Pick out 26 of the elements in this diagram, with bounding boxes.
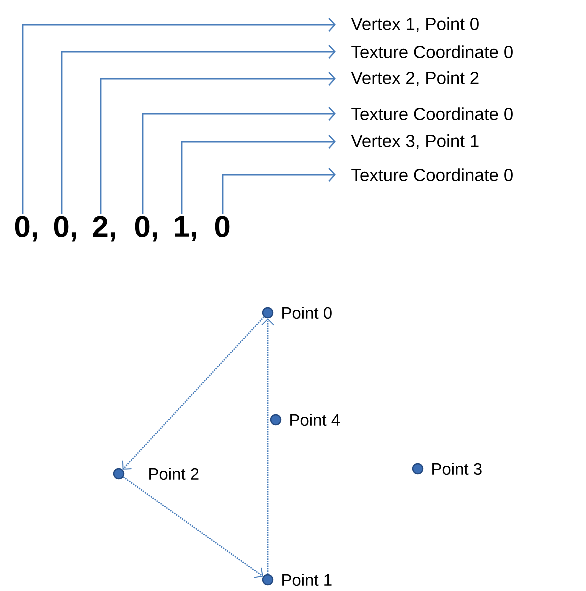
point-label: Point 3 <box>432 462 482 476</box>
arrow <box>22 18 336 214</box>
number: 2, <box>93 216 116 242</box>
arrow <box>123 476 264 578</box>
number: 0, <box>15 216 38 242</box>
point-label: Point 4 <box>290 414 340 426</box>
point-label: Point 2 <box>150 468 199 480</box>
label: Texture Coordinate 0 <box>352 108 513 120</box>
arrow <box>122 316 265 470</box>
point-label: Point 1 <box>282 574 332 586</box>
label: Vertex 2, Point 2 <box>351 72 479 86</box>
arrow <box>142 107 336 214</box>
arrow <box>222 168 336 214</box>
number: 0 <box>215 216 230 238</box>
arrow <box>262 318 274 574</box>
number: 0, <box>135 216 158 242</box>
arrow <box>61 45 336 214</box>
label: Texture Coordinate 0 <box>352 168 513 182</box>
point-label: Point 0 <box>282 306 332 320</box>
number: 0, <box>54 216 76 242</box>
label: Vertex 3, Point 1 <box>351 134 479 150</box>
arrow <box>100 72 336 214</box>
number: 1, <box>175 216 196 242</box>
arrow <box>181 135 336 214</box>
label: Texture Coordinate 0 <box>352 46 513 58</box>
label: Vertex 1, Point 0 <box>351 18 479 32</box>
